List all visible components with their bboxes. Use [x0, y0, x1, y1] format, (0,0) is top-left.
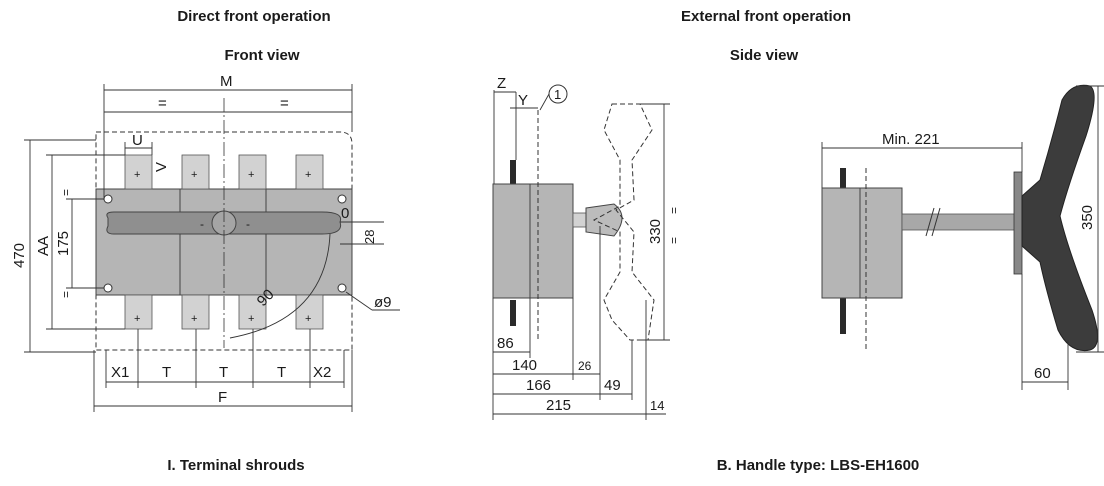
plus-mark: + [305, 313, 311, 325]
dim-U: U [132, 132, 143, 149]
dim-X2: X2 [313, 364, 331, 381]
terminal-top-1 [124, 154, 153, 190]
terminal-bottom-1 [124, 294, 153, 330]
dim-equal: = [280, 95, 289, 112]
dim-14: 14 [650, 398, 664, 413]
dim-T: T [219, 364, 228, 381]
mounting-holes [103, 194, 347, 293]
dim-V: V [153, 162, 170, 172]
plus-mark: + [305, 169, 311, 181]
dim-350: 350 [1079, 205, 1096, 230]
dim-Y: Y [518, 92, 528, 109]
dim-28: 28 [362, 230, 377, 244]
svg-text:-: - [200, 217, 204, 231]
svg-text:=: = [59, 189, 73, 196]
svg-text:=: = [667, 237, 681, 244]
header-front-view: Front view [224, 47, 300, 64]
header-external-front-operation: External front operation [680, 8, 852, 25]
dim-T: T [277, 364, 286, 381]
handle-type-drawing: Min. 221 350 60 [821, 84, 1104, 390]
header-direct-front-operation: Direct front operation [177, 8, 331, 25]
dim-166: 166 [526, 377, 551, 394]
dim-175: 175 [55, 231, 72, 256]
shaft-coupling [585, 203, 623, 237]
dim-86: 86 [497, 335, 514, 352]
handle-blade [1021, 84, 1098, 352]
dim-215: 215 [546, 397, 571, 414]
handle-side-body [821, 187, 903, 299]
dim-X1: X1 [111, 364, 129, 381]
door-panel [1013, 171, 1023, 275]
terminal-top-4 [295, 154, 324, 190]
callout-number: 1 [554, 87, 561, 102]
dim-49: 49 [604, 377, 621, 394]
dim-26: 26 [578, 359, 592, 373]
terminal-top-2 [181, 154, 210, 190]
dim-T: T [162, 364, 171, 381]
terminal-bottom-3 [238, 294, 267, 330]
rotation-arc [229, 233, 331, 339]
extension-shaft [901, 213, 1019, 231]
position-zero: 0 [341, 205, 349, 222]
front-view-drawing: + + + + + + + + - - M = = U [11, 73, 400, 412]
dim-min-221: Min. 221 [882, 131, 940, 148]
dim-M: M [220, 73, 233, 90]
svg-text:=: = [667, 207, 681, 214]
dim-F: F [218, 389, 227, 406]
plus-mark: + [248, 169, 254, 181]
dim-Z: Z [497, 75, 506, 92]
terminal-top-3 [238, 154, 267, 190]
terminal-bottom-2 [181, 294, 210, 330]
side-view-drawing: Z Y 1 330 = = 86 140 26 166 49 215 14 [492, 75, 681, 420]
plus-mark: + [134, 169, 140, 181]
dim-equal: = [158, 95, 167, 112]
dim-hole-dia: ø9 [374, 294, 392, 311]
handle-outline [592, 103, 655, 341]
svg-text:-: - [246, 217, 250, 231]
dim-60: 60 [1034, 365, 1051, 382]
plus-mark: + [191, 313, 197, 325]
plus-mark: + [191, 169, 197, 181]
plus-mark: + [248, 313, 254, 325]
terminal-bottom-4 [295, 294, 324, 330]
plus-mark: + [134, 313, 140, 325]
header-terminal-shrouds: I. Terminal shrouds [167, 457, 305, 474]
dim-140: 140 [512, 357, 537, 374]
dim-AA: AA [35, 236, 52, 256]
header-side-view: Side view [729, 47, 799, 64]
dim-470: 470 [11, 243, 28, 268]
header-handle-type: B. Handle type: LBS-EH1600 [716, 457, 920, 474]
svg-text:=: = [59, 291, 73, 298]
side-body [492, 183, 574, 299]
dim-330: 330 [647, 219, 664, 244]
